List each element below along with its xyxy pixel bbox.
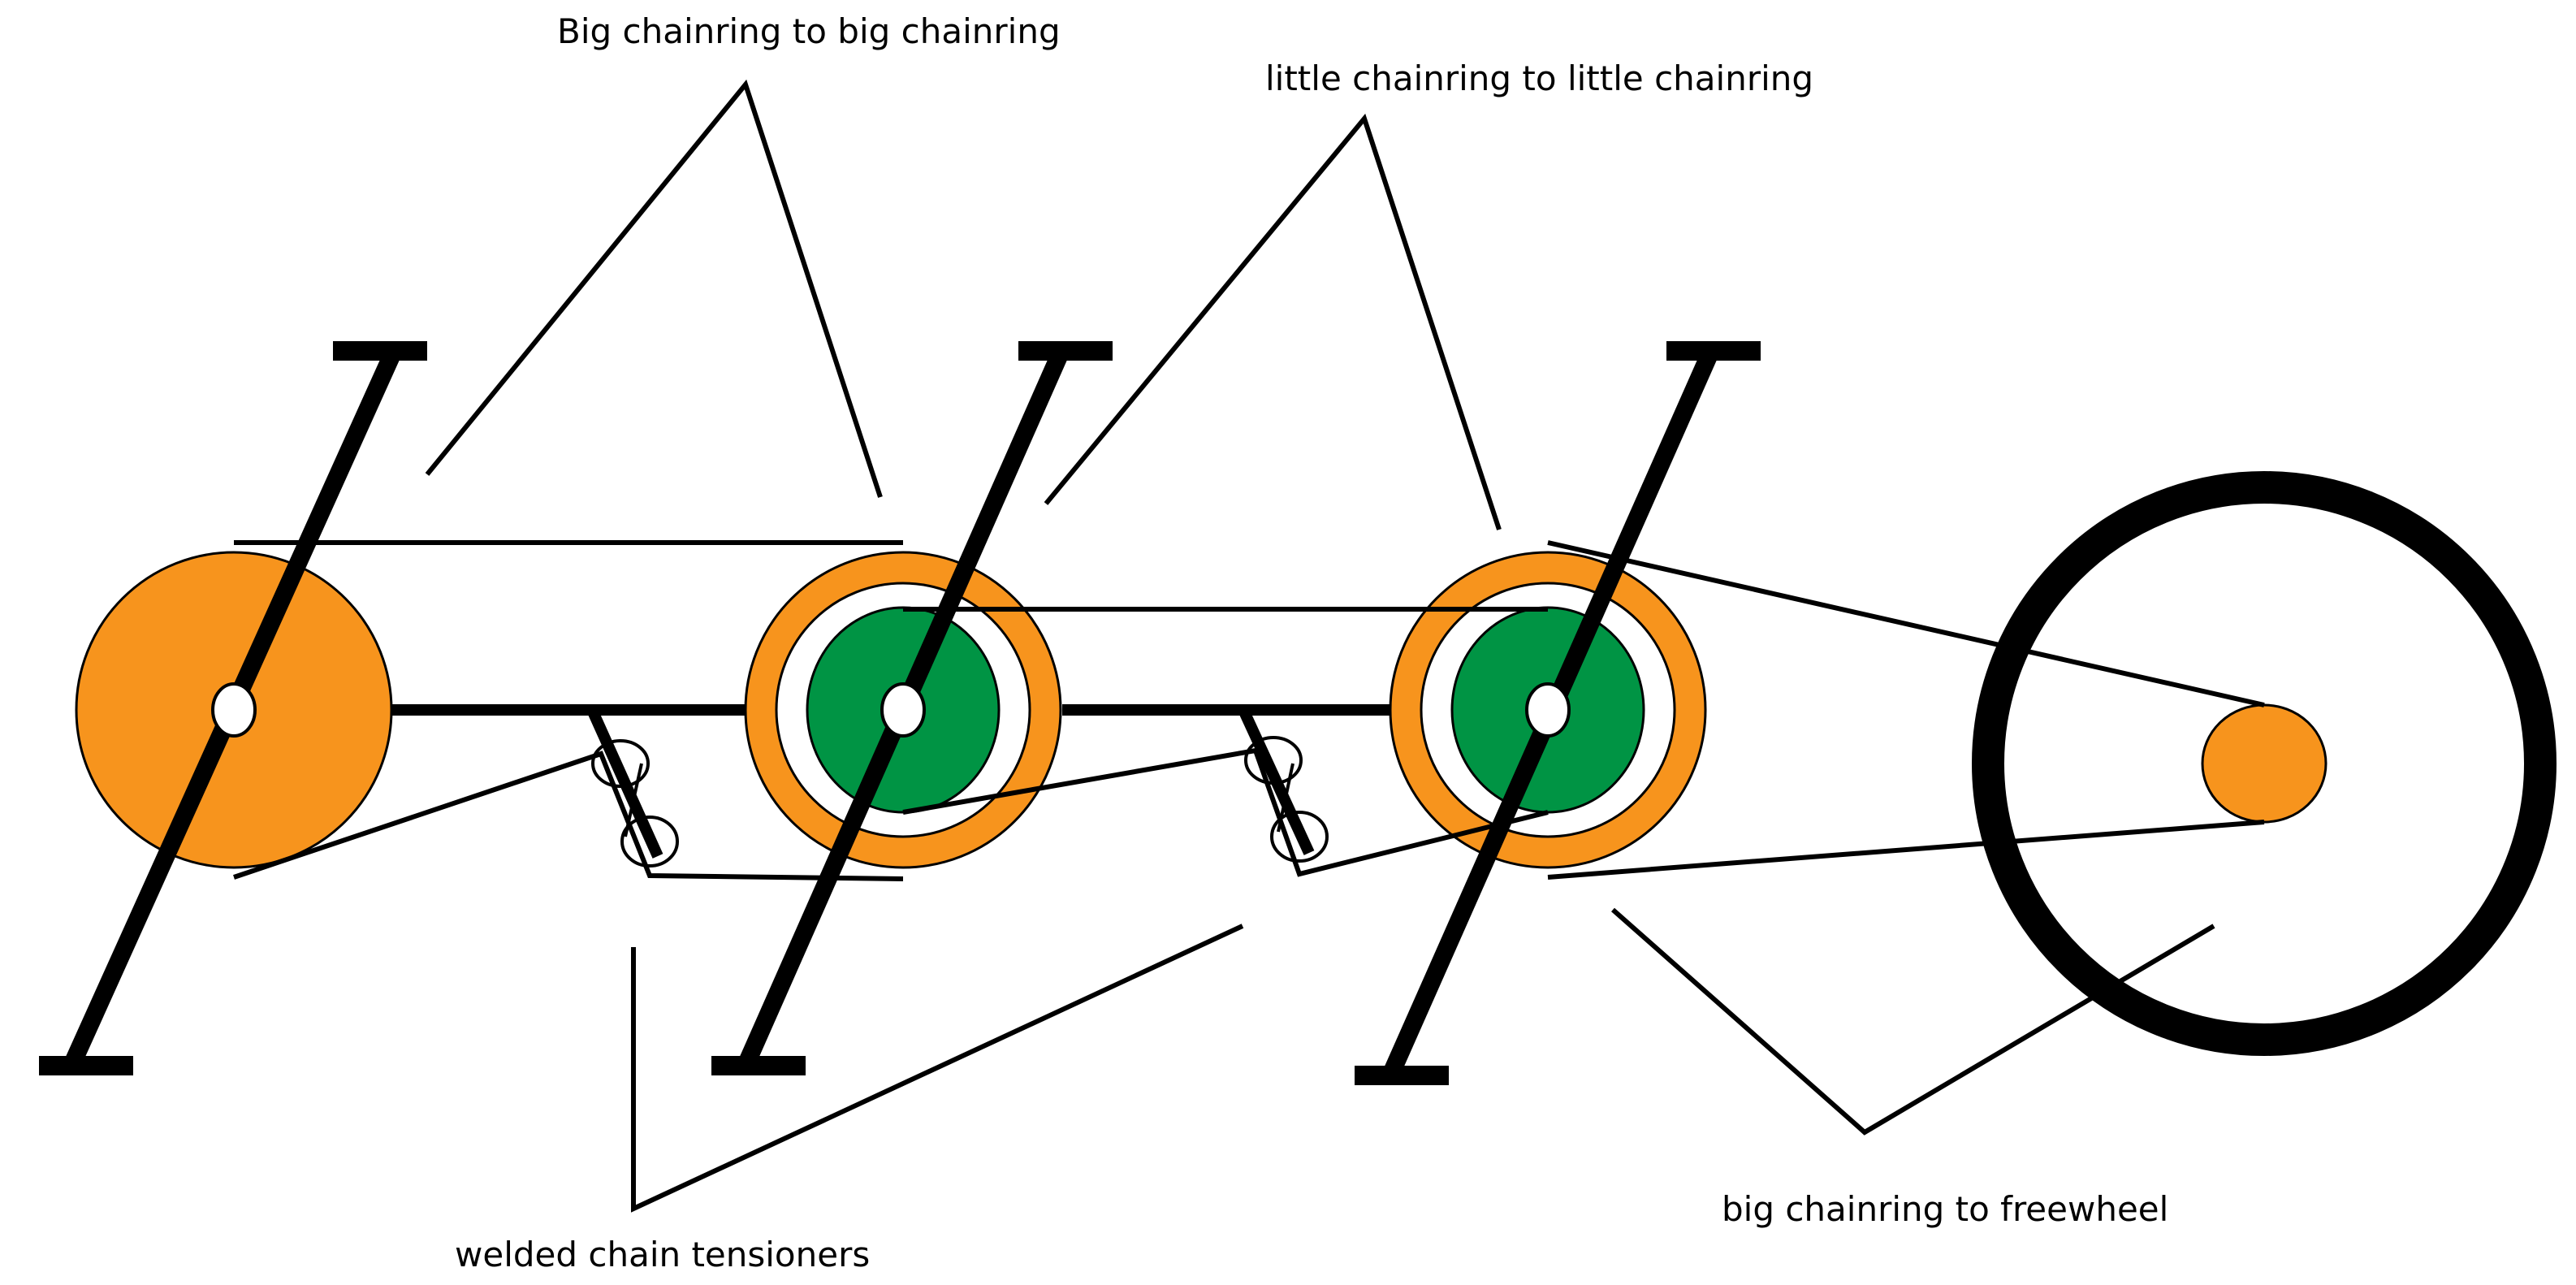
tensioner-1-pulley-top <box>591 739 650 788</box>
crank-3-pedal-top <box>1666 341 1761 361</box>
callouts <box>425 79 2215 1213</box>
chain-little-to-little-bottom <box>902 747 1549 877</box>
tensioner-2-pulley-bottom <box>1270 811 1329 863</box>
crank-2-axle <box>880 682 926 738</box>
tensioner-2-pulley-top <box>1244 736 1303 785</box>
crank-2-pedal-top <box>1018 341 1113 361</box>
crank-3-axle <box>1525 682 1571 738</box>
crank-2-pedal-bottom <box>711 1056 806 1075</box>
tensioner-1-arm <box>587 709 663 859</box>
label-little-to-little: little chainring to little chainring <box>1265 58 1814 98</box>
chain-big-to-big-bottom <box>233 751 904 881</box>
crank-1-pedal-top <box>333 341 427 361</box>
tensioner-1 <box>587 709 679 867</box>
rear-wheel <box>1972 471 2557 1056</box>
tensioner-1-pulley-bottom <box>620 816 679 867</box>
chains <box>233 540 2265 881</box>
crank-1-axle <box>211 682 257 738</box>
crank-1 <box>39 341 427 1075</box>
chain-big-to-freewheel-top <box>1547 540 2265 707</box>
label-big-to-freewheel: big chainring to freewheel <box>1722 1189 2169 1229</box>
callout-little-to-little <box>1044 113 1502 530</box>
crank-1-pedal-bottom <box>39 1056 133 1075</box>
callout-tensioners <box>631 924 1244 1213</box>
label-tensioners: welded chain tensioners <box>455 1235 871 1274</box>
freewheel <box>2201 703 2327 824</box>
chain-big-to-freewheel-bottom <box>1547 820 2265 880</box>
tensioner-2 <box>1238 709 1329 863</box>
label-big-to-big: Big chainring to big chainring <box>557 11 1061 51</box>
callout-big-to-big <box>425 79 883 498</box>
crank-3 <box>1355 341 1761 1085</box>
crank-3-pedal-bottom <box>1355 1066 1449 1085</box>
callout-big-to-freewheel <box>1611 907 2215 1136</box>
crank-2 <box>711 341 1113 1075</box>
